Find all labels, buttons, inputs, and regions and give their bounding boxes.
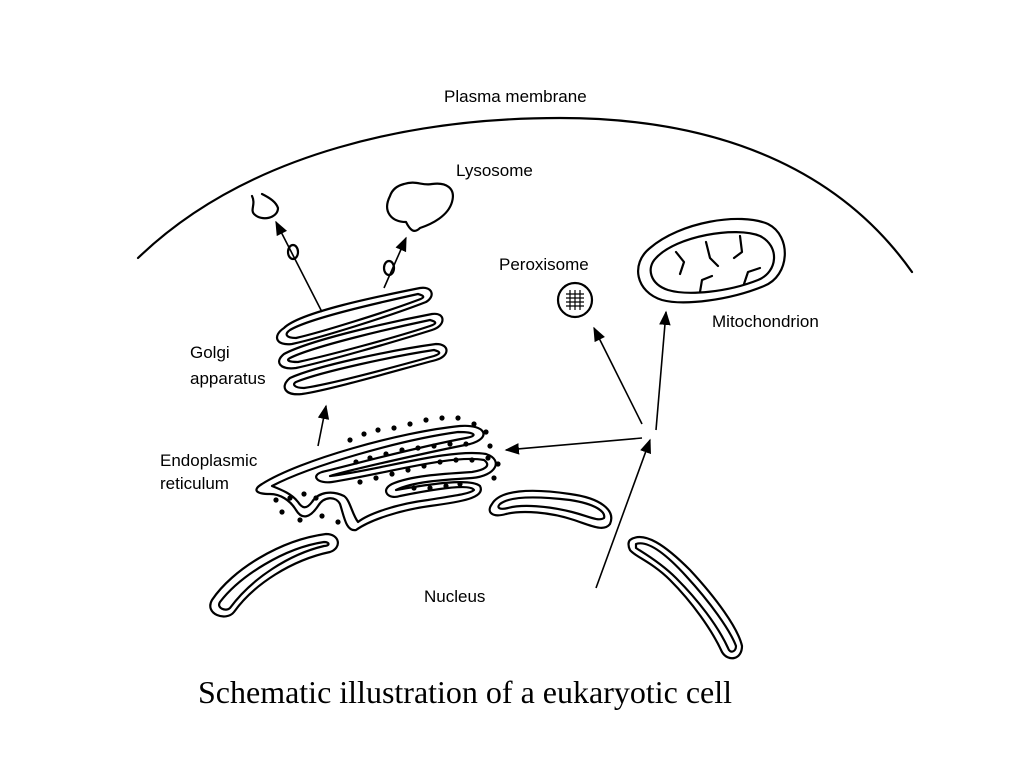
- ribosomes: [273, 415, 501, 525]
- label-er-line2: reticulum: [160, 474, 229, 493]
- vesicle: [286, 243, 300, 261]
- label-mitochondrion: Mitochondrion: [712, 312, 819, 331]
- label-lysosome: Lysosome: [456, 161, 533, 180]
- peroxisome: [556, 281, 594, 319]
- mitochondrion: [637, 217, 786, 304]
- golgi-apparatus: [275, 286, 448, 396]
- plasma-membrane: [136, 116, 914, 274]
- arrows: [275, 220, 671, 589]
- label-golgi-line2: apparatus: [190, 369, 266, 388]
- nucleus-envelope: [209, 489, 744, 660]
- lysosome: [386, 181, 454, 232]
- label-er-line1: Endoplasmic: [160, 451, 258, 470]
- figure-caption: Schematic illustration of a eukaryotic c…: [197, 674, 733, 710]
- label-golgi-line1: Golgi: [190, 343, 230, 362]
- label-nucleus: Nucleus: [424, 587, 485, 606]
- label-peroxisome: Peroxisome: [499, 255, 589, 274]
- endoplasmic-reticulum: [255, 424, 497, 532]
- label-plasma-membrane: Plasma membrane: [444, 87, 587, 106]
